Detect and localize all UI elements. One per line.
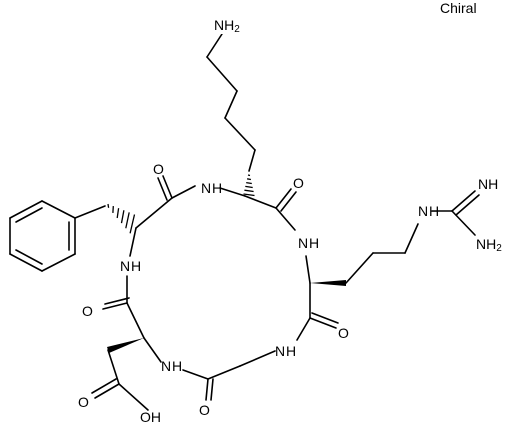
atom-nh2-lysine: NH2 bbox=[214, 17, 240, 35]
atom-n-top: N bbox=[201, 180, 211, 196]
atom-o-acid: O bbox=[78, 394, 89, 410]
atom-n-guanidine: N bbox=[418, 203, 428, 219]
atom-o-right: O bbox=[338, 325, 349, 341]
atom-o-left: O bbox=[82, 303, 93, 319]
atom-h-top: H bbox=[212, 180, 222, 196]
atom-h-right: H bbox=[309, 235, 319, 251]
atom-o-top-right: O bbox=[293, 175, 304, 191]
atom-h-bottom-left: H bbox=[172, 358, 182, 374]
atom-o-bottom: O bbox=[199, 402, 210, 418]
bonds bbox=[9, 33, 480, 411]
atom-n-left: N bbox=[120, 258, 130, 274]
atom-o-top-left: O bbox=[153, 161, 164, 177]
atom-nh-guanidine: NH bbox=[478, 176, 498, 192]
atom-h-left: H bbox=[131, 258, 141, 274]
atom-n-bottom-right: N bbox=[275, 343, 285, 359]
atom-h-guanidine: H bbox=[429, 203, 439, 219]
atom-oh-acid: OH bbox=[140, 409, 161, 425]
atom-h-bottom-right: H bbox=[286, 343, 296, 359]
stereo-bonds bbox=[107, 174, 346, 353]
atom-nh2-guanidine: NH2 bbox=[476, 236, 502, 254]
atom-n-right: N bbox=[298, 235, 308, 251]
atom-n-bottom-left: N bbox=[161, 358, 171, 374]
atom-labels: NH2 N H O O NH N H NH2 N H O N H O N H O… bbox=[78, 16, 502, 425]
chiral-label: Chiral bbox=[440, 0, 477, 16]
